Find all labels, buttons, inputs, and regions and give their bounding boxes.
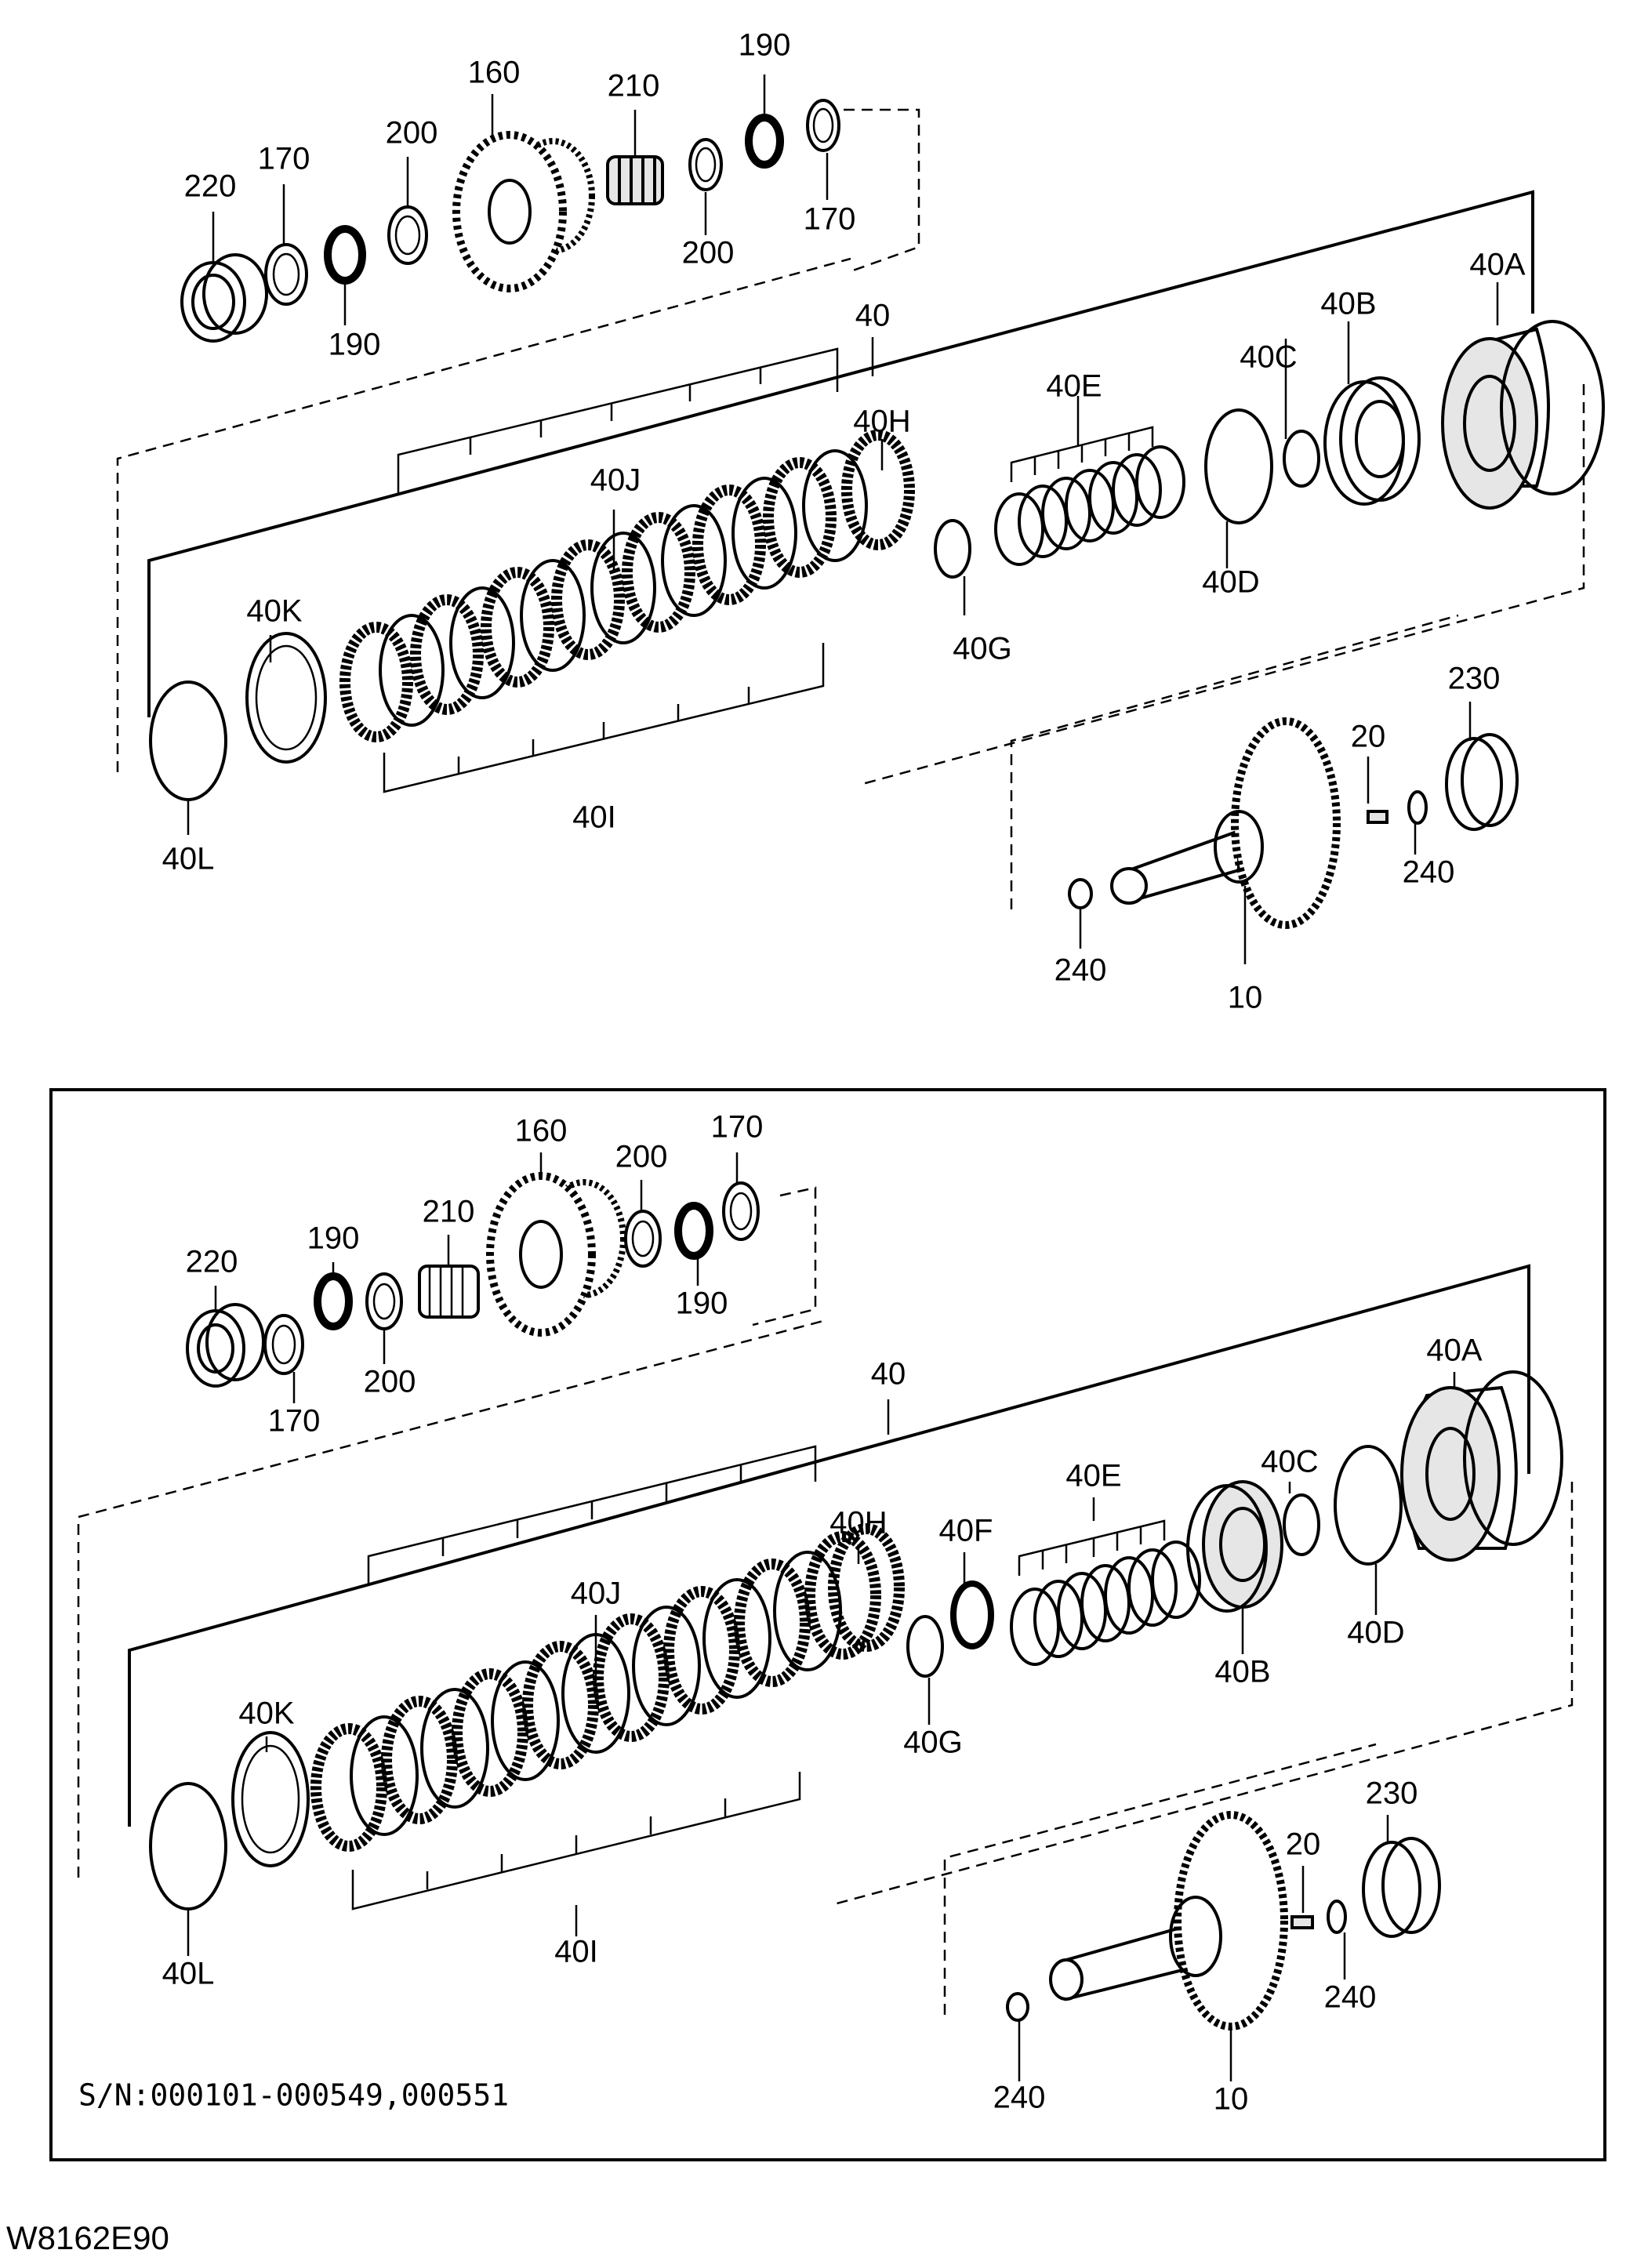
label-220-lower: 220 — [186, 1245, 238, 1279]
label-160: 160 — [468, 56, 521, 90]
label-40A: 40A — [1469, 248, 1525, 282]
label-10: 10 — [1228, 981, 1263, 1015]
label-10-lower: 10 — [1214, 2082, 1249, 2117]
label-40D: 40D — [1202, 565, 1259, 600]
label-200-b-lower: 200 — [615, 1140, 668, 1174]
label-40H: 40H — [853, 405, 910, 439]
label-200: 200 — [386, 116, 438, 151]
output-shaft-10-lower — [1049, 1811, 1288, 2030]
label-170-lower: 170 — [268, 1404, 321, 1439]
bearing-230 — [1445, 733, 1519, 831]
clutch-drum-40A-lower — [1400, 1370, 1563, 1562]
label-40A-lower: 40A — [1426, 1334, 1482, 1368]
needle-bearing-210 — [606, 155, 664, 205]
label-170: 170 — [258, 142, 310, 176]
label-40-lower: 40 — [871, 1357, 906, 1392]
label-40K: 40K — [246, 594, 302, 629]
label-20-lower: 20 — [1286, 1827, 1321, 1862]
o-ring-40L — [149, 680, 227, 801]
label-40G: 40G — [953, 632, 1012, 666]
label-40C-lower: 40C — [1261, 1445, 1318, 1479]
upper-assembly: 220 170 190 200 160 210 200 190 170 40 4… — [116, 28, 1605, 1015]
serial-number-note: S/N:000101-000549,000551 — [78, 2078, 509, 2113]
label-170-b: 170 — [804, 202, 856, 237]
bearing-220-lower — [186, 1303, 265, 1388]
bearing-230-lower — [1362, 1837, 1441, 1938]
gear-160-lower — [486, 1172, 626, 1337]
label-40E: 40E — [1046, 369, 1102, 404]
label-170-b-lower: 170 — [711, 1110, 764, 1145]
diagram-code: W8162E90 — [6, 2219, 169, 2256]
snap-ring-240 — [1407, 790, 1428, 825]
washer-170 — [264, 243, 308, 306]
bearing-220 — [180, 253, 268, 343]
label-190-lower: 190 — [307, 1221, 360, 1256]
label-40: 40 — [855, 299, 891, 333]
label-200-lower: 200 — [364, 1365, 416, 1399]
piston-40B — [1323, 376, 1421, 506]
pin-20 — [1367, 810, 1388, 824]
label-40K-lower: 40K — [238, 1696, 294, 1731]
spring-set-40E-lower — [1010, 1540, 1201, 1666]
label-240-lower: 240 — [1324, 1980, 1377, 2015]
label-240: 240 — [1403, 855, 1455, 890]
label-40C: 40C — [1240, 340, 1297, 375]
lower-variant-frame — [49, 1088, 1606, 2161]
label-190-b: 190 — [739, 28, 791, 63]
label-240-b-lower: 240 — [993, 2081, 1046, 2115]
label-40I: 40I — [572, 800, 616, 835]
ring-40F — [950, 1580, 994, 1649]
label-190: 190 — [329, 328, 381, 362]
clutch-disc-stack-upper — [339, 449, 868, 742]
gear-160 — [452, 131, 595, 292]
lower-assembly: 220 170 190 200 210 160 200 190 170 40 4… — [77, 1110, 1574, 2117]
label-210: 210 — [608, 69, 660, 103]
label-230-lower: 230 — [1366, 1776, 1418, 1811]
label-20: 20 — [1351, 720, 1386, 754]
output-shaft-10-upper — [1110, 717, 1341, 929]
plate-40H — [841, 430, 915, 550]
spring-set-40E — [994, 445, 1185, 566]
label-200-b: 200 — [682, 236, 735, 270]
clutch-drum-40A — [1441, 320, 1605, 510]
label-210-lower: 210 — [423, 1195, 475, 1229]
needle-bearing-210-lower — [418, 1265, 480, 1319]
label-40J-lower: 40J — [571, 1577, 622, 1611]
label-40G-lower: 40G — [903, 1725, 963, 1760]
label-40I-lower: 40I — [554, 1935, 598, 1969]
label-40H-lower: 40H — [829, 1506, 887, 1540]
snap-ring-190 — [324, 225, 366, 285]
label-40J: 40J — [590, 463, 641, 498]
clutch-disc-stack-lower — [310, 1531, 881, 1852]
seal-40D — [1204, 408, 1273, 524]
end-plate-40K — [245, 632, 327, 764]
label-40B: 40B — [1320, 287, 1376, 321]
label-40E-lower: 40E — [1065, 1459, 1121, 1493]
label-160-lower: 160 — [515, 1114, 568, 1149]
snap-ring-40G — [934, 519, 971, 579]
label-240-b: 240 — [1055, 953, 1107, 988]
piston-40B-lower — [1186, 1480, 1283, 1613]
label-40L-lower: 40L — [162, 1957, 215, 1991]
label-230: 230 — [1448, 662, 1501, 696]
label-190-b-lower: 190 — [676, 1286, 728, 1321]
ring-40C — [1283, 430, 1320, 488]
label-40D-lower: 40D — [1347, 1616, 1404, 1650]
label-40B-lower: 40B — [1214, 1655, 1270, 1689]
label-40L: 40L — [162, 842, 215, 876]
label-220: 220 — [184, 169, 237, 204]
label-40F-lower: 40F — [939, 1514, 993, 1548]
